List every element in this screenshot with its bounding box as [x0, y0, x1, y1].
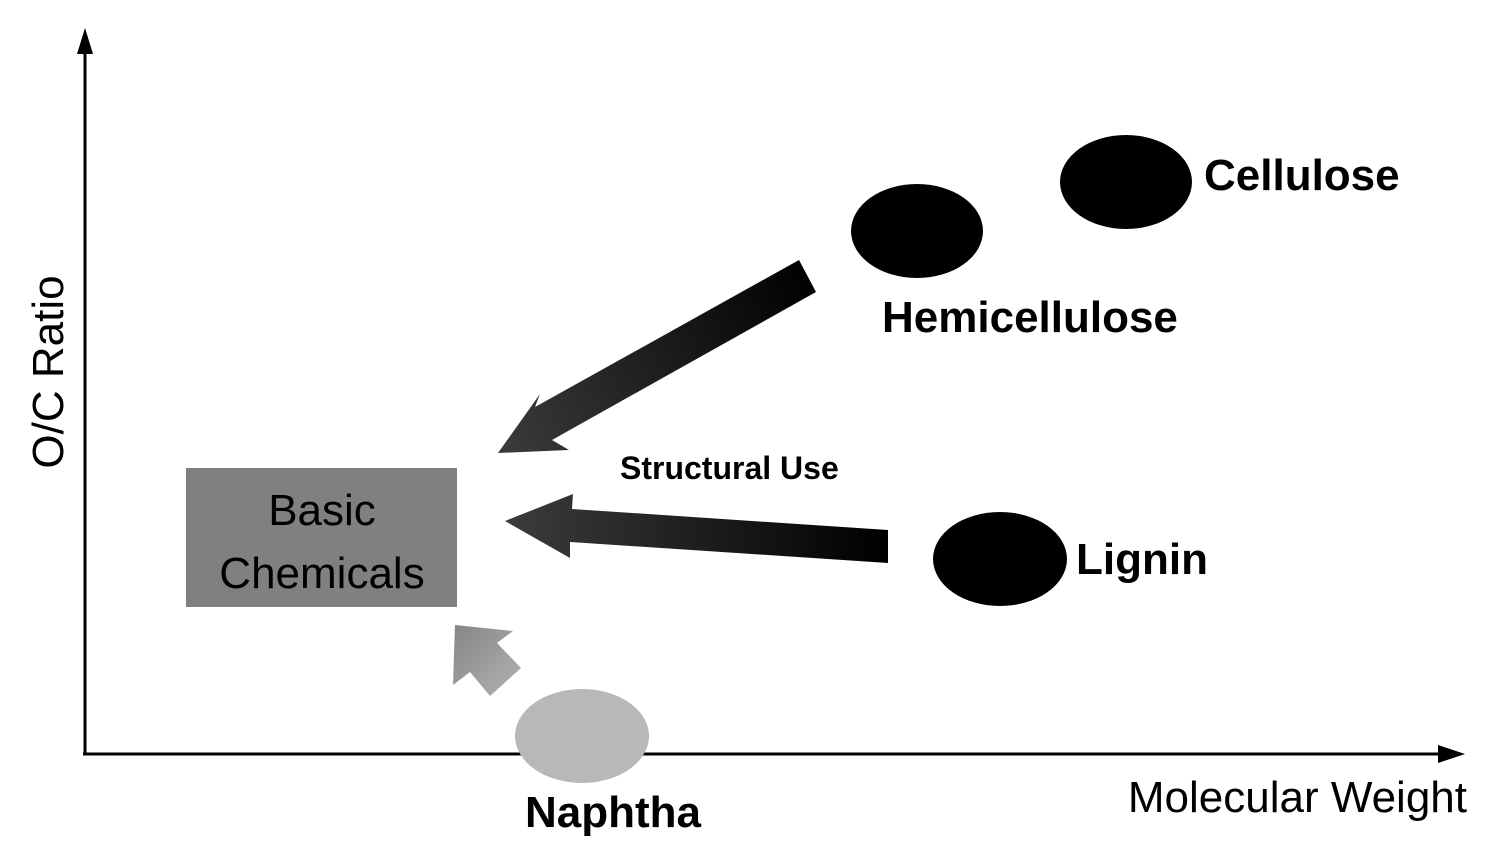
- naphtha-label: Naphtha: [525, 788, 702, 837]
- y-axis-label: O/C Ratio: [24, 275, 73, 468]
- arrow-from-naphtha: [453, 625, 521, 696]
- axes: [77, 28, 1465, 763]
- lignin-node: [933, 512, 1067, 606]
- y-axis-arrowhead: [77, 28, 93, 54]
- x-axis-label: Molecular Weight: [1128, 773, 1467, 822]
- cellulose-label: Cellulose: [1204, 151, 1400, 200]
- hemicellulose-label: Hemicellulose: [882, 293, 1178, 342]
- basic-chemicals-box: Basic Chemicals: [186, 468, 457, 607]
- arrow-from-hemicellulose: [498, 260, 816, 453]
- arrow-from-lignin: [505, 494, 888, 563]
- basic-chemicals-line2: Chemicals: [219, 549, 424, 598]
- hemicellulose-node: [851, 184, 983, 278]
- lignin-label: Lignin: [1076, 535, 1208, 584]
- x-axis-arrowhead: [1438, 745, 1465, 763]
- cellulose-node: [1060, 135, 1192, 229]
- basic-chemicals-rect: [186, 468, 457, 607]
- basic-chemicals-line1: Basic: [268, 486, 376, 535]
- structural-use-label: Structural Use: [620, 450, 839, 486]
- naphtha-node: [515, 689, 649, 783]
